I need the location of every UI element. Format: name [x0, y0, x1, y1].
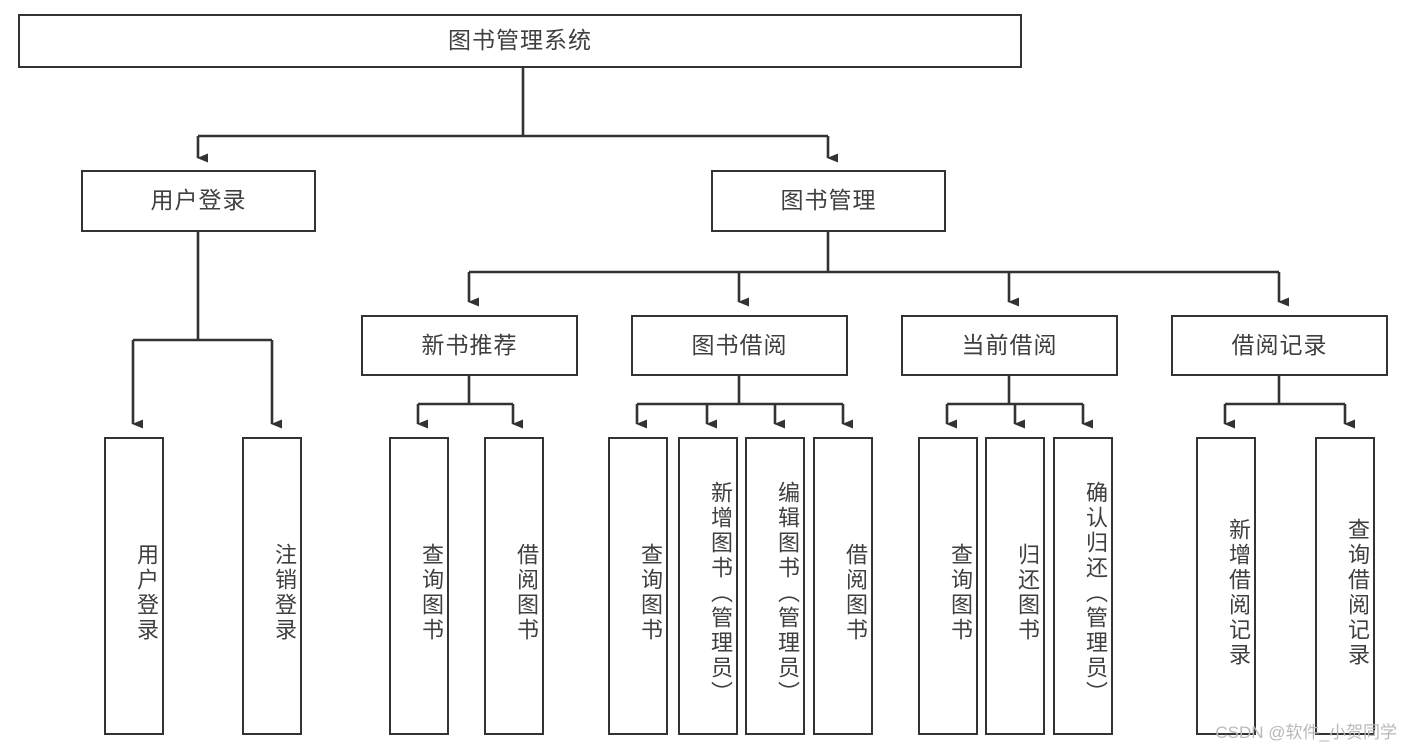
node-label: 用户登录 [134, 543, 159, 643]
leaf-query-book-borrow[interactable]: 查询图书 [608, 437, 668, 735]
leaf-confirm-return-admin[interactable]: 确认归还（管理员） [1053, 437, 1113, 735]
node-label: 确认归还（管理员） [1083, 480, 1108, 706]
node-label: 查询图书 [419, 543, 444, 643]
node-book-borrow[interactable]: 图书借阅 [631, 315, 848, 376]
leaf-add-borrow-record[interactable]: 新增借阅记录 [1196, 437, 1256, 735]
node-label: 图书管理 [780, 187, 877, 214]
node-label: 图书管理系统 [448, 27, 592, 54]
leaf-user-login[interactable]: 用户登录 [104, 437, 164, 735]
leaf-logout-login[interactable]: 注销登录 [242, 437, 302, 735]
node-label: 新书推荐 [421, 331, 518, 358]
leaf-borrow-book-recommend[interactable]: 借阅图书 [484, 437, 544, 735]
node-label: 当前借阅 [961, 331, 1058, 358]
node-label: 查询图书 [948, 543, 973, 643]
leaf-query-book-current[interactable]: 查询图书 [918, 437, 978, 735]
node-label: 查询借阅记录 [1345, 518, 1370, 668]
node-label: 编辑图书（管理员） [775, 480, 800, 706]
node-label: 归还图书 [1015, 543, 1040, 643]
node-label: 图书借阅 [691, 331, 788, 358]
leaf-query-book-recommend[interactable]: 查询图书 [389, 437, 449, 735]
leaf-borrow-book[interactable]: 借阅图书 [813, 437, 873, 735]
node-borrow-record[interactable]: 借阅记录 [1171, 315, 1388, 376]
node-label: 注销登录 [272, 543, 297, 643]
node-root-system[interactable]: 图书管理系统 [18, 14, 1022, 68]
node-label: 借阅记录 [1231, 331, 1328, 358]
watermark-text: CSDN @软件_小贺同学 [1215, 723, 1397, 742]
node-label: 新增借阅记录 [1226, 518, 1251, 668]
node-new-book-recommend[interactable]: 新书推荐 [361, 315, 578, 376]
leaf-query-borrow-record[interactable]: 查询借阅记录 [1315, 437, 1375, 735]
node-label: 借阅图书 [514, 543, 539, 643]
node-current-borrow[interactable]: 当前借阅 [901, 315, 1118, 376]
node-label: 借阅图书 [843, 543, 868, 643]
leaf-return-book[interactable]: 归还图书 [985, 437, 1045, 735]
leaf-add-book-admin[interactable]: 新增图书（管理员） [678, 437, 738, 735]
node-label: 用户登录 [150, 187, 247, 214]
node-label: 查询图书 [638, 543, 663, 643]
node-label: 新增图书（管理员） [708, 480, 733, 706]
leaf-edit-book-admin[interactable]: 编辑图书（管理员） [745, 437, 805, 735]
node-book-management[interactable]: 图书管理 [711, 170, 946, 232]
node-user-login[interactable]: 用户登录 [81, 170, 316, 232]
